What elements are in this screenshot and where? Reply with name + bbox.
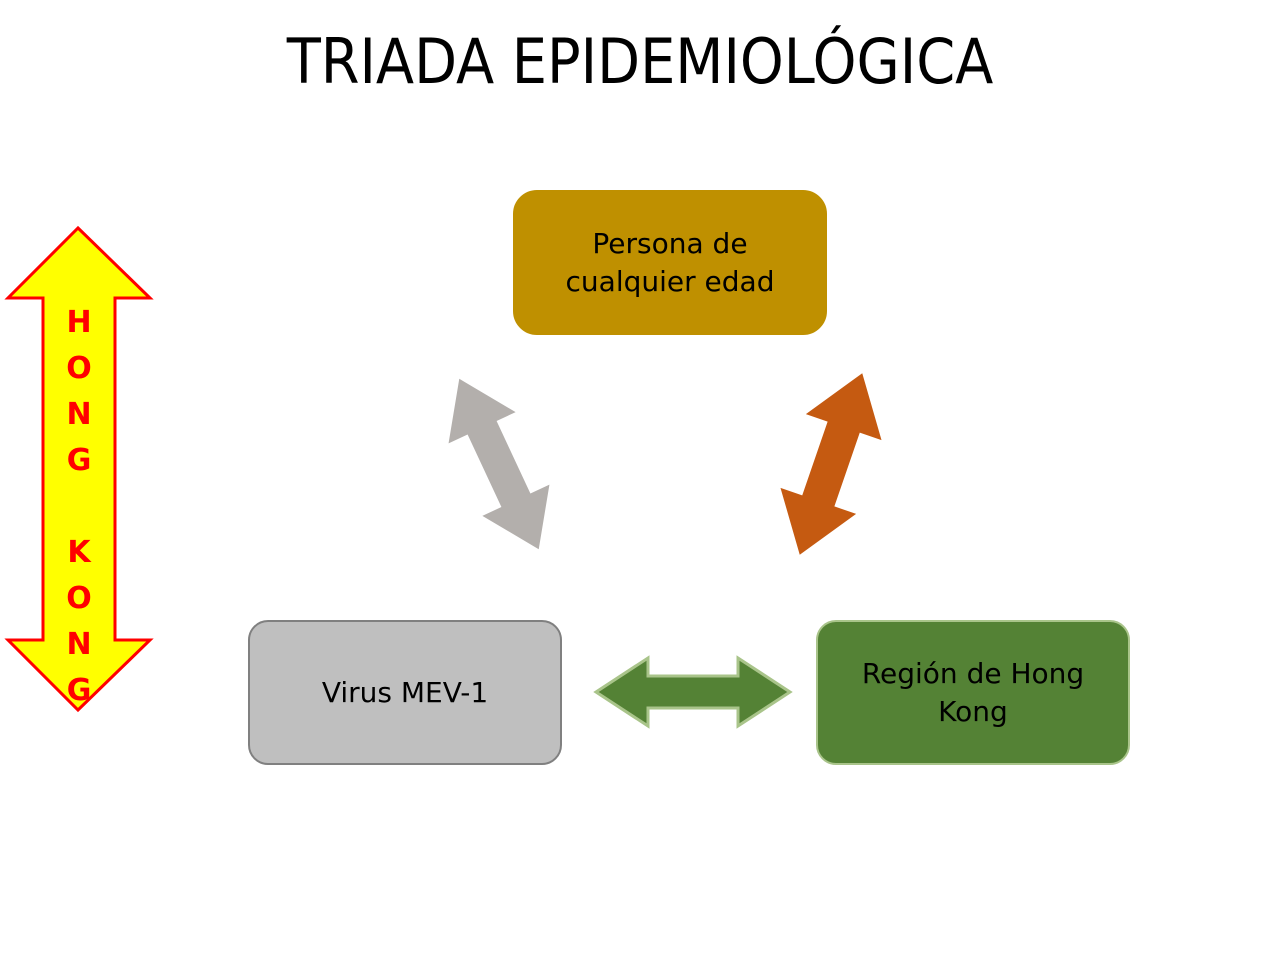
green-double-arrow	[593, 655, 793, 729]
node-persona-de-cualquier-edad[interactable]: Persona de cualquier edad	[513, 190, 827, 335]
hong-kong-label: H O N G K O N G	[66, 305, 92, 708]
page-title: TRIADA EPIDEMIOLÓGICA	[286, 25, 994, 98]
node-virus-label: Virus MEV-1	[321, 675, 489, 709]
node-region-label: Región de Hong Kong	[861, 656, 1085, 728]
node-region-de-hong-kong[interactable]: Región de Hong Kong	[816, 620, 1130, 765]
orange-double-arrow	[780, 373, 882, 555]
node-virus-mev-1[interactable]: Virus MEV-1	[248, 620, 562, 765]
gray-double-arrow	[448, 378, 550, 550]
node-person-label: Persona de cualquier edad	[565, 226, 775, 298]
